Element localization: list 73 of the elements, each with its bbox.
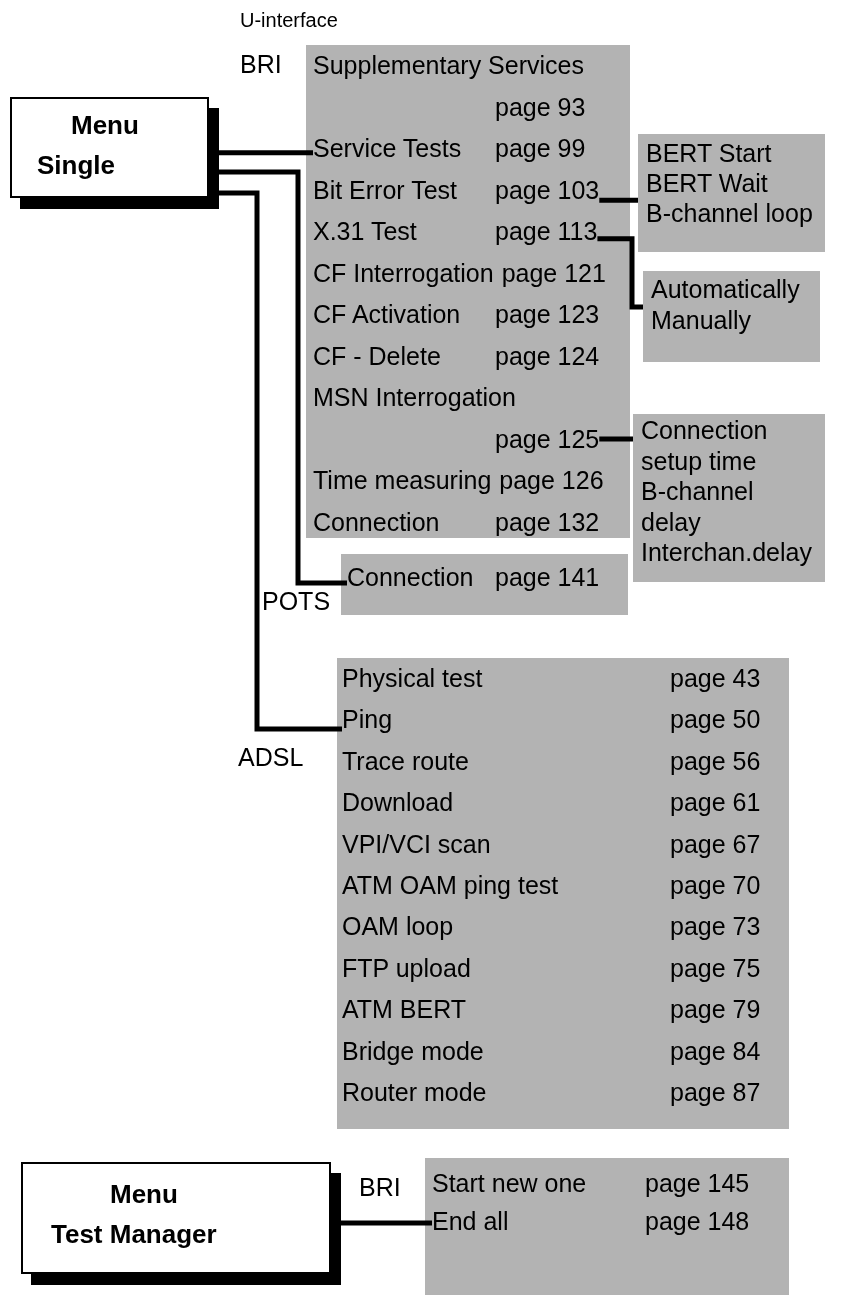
page-reference: page 126 (499, 465, 604, 496)
menu-item-label: Download (342, 787, 455, 819)
option-text: BERT Start (646, 138, 773, 168)
menu-item-label: Service Tests (313, 133, 463, 164)
menu-item-label: Supplementary Services (313, 50, 584, 81)
submenu-panel (306, 45, 630, 538)
option-text: Connection setup time (641, 415, 769, 476)
menu-item-label: Router mode (342, 1077, 488, 1109)
page-reference: page 103 (495, 174, 600, 206)
page-reference: page 67 (670, 828, 761, 860)
menu-item-label: MSN Interrogation (313, 382, 516, 413)
page-reference: page 87 (670, 1077, 761, 1109)
option-text: Interchan.delay (641, 537, 813, 568)
page-reference: page 84 (670, 1035, 761, 1067)
interface-label: BRI (359, 1172, 401, 1202)
menu-item-label: Connection (313, 506, 441, 538)
menu-item-label: OAM loop (342, 911, 455, 943)
menu-item-label: X.31 Test (313, 216, 418, 247)
menu-item-label: CF Interrogation (313, 257, 494, 289)
option-text: Manually (651, 305, 753, 336)
page-reference: page 125 (495, 423, 600, 455)
page-reference: page 145 (645, 1168, 750, 1199)
menu-item-label: Connection (347, 562, 475, 593)
option-text: Automatically (651, 274, 801, 305)
menu-item-label: End all (432, 1206, 510, 1237)
menu-title: Menu Test Manager (51, 1178, 218, 1251)
options-panel (633, 414, 825, 582)
menu-item-label: FTP upload (342, 952, 472, 984)
page-reference: page 93 (495, 91, 586, 123)
connector-line (597, 236, 643, 310)
option-text: B-channel delay (641, 476, 755, 537)
options-panel (643, 271, 820, 362)
page-reference: page 61 (670, 787, 761, 819)
page-reference: page 132 (495, 506, 600, 538)
page-reference: page 124 (495, 340, 600, 372)
menu-item-label: ATM BERT (342, 994, 468, 1026)
option-text: BERT Wait (646, 168, 769, 198)
menu-item-label: ATM OAM ping test (342, 870, 560, 902)
page-reference: page 99 (495, 133, 586, 164)
option-text: B-channel loop (646, 198, 814, 228)
submenu-panel (337, 658, 789, 1129)
menu-title: Menu Single (37, 109, 139, 182)
menu-item-label: Start new one (432, 1168, 588, 1199)
page-reference: page 148 (645, 1206, 750, 1237)
menu-item-label: VPI/VCI scan (342, 828, 492, 860)
page-reference: page 73 (670, 911, 761, 943)
page-reference: page 121 (501, 257, 606, 289)
menu-item-label: Bridge mode (342, 1035, 485, 1067)
page-reference: page 43 (670, 663, 761, 694)
submenu-panel (425, 1158, 789, 1295)
menu-item-label: CF - Delete (313, 340, 442, 372)
submenu-panel (341, 554, 628, 615)
interface-label: POTS (262, 586, 331, 616)
page-reference: page 113 (495, 216, 598, 247)
page-reference: page 75 (670, 952, 761, 984)
connector-line (599, 197, 638, 203)
page-reference: page 79 (670, 994, 761, 1026)
menu-item-label: Time measuring (313, 465, 492, 496)
page-reference: page 141 (495, 562, 600, 593)
interface-heading: U-interface (240, 8, 338, 32)
menu-item-label: Bit Error Test (313, 174, 459, 206)
menu-item-label: Trace route (342, 745, 470, 777)
interface-label: BRI (240, 49, 282, 79)
menu-item-label: Ping (342, 704, 394, 736)
options-panel (638, 134, 825, 252)
page-reference: page 56 (670, 745, 761, 777)
connector-line (599, 436, 633, 442)
page-reference: page 70 (670, 870, 761, 902)
page-reference: page 50 (670, 704, 761, 736)
interface-label: ADSL (238, 742, 304, 772)
page-reference: page 123 (495, 299, 600, 330)
menu-item-label: Physical test (342, 663, 484, 694)
menu-item-label: CF Activation (313, 299, 462, 330)
